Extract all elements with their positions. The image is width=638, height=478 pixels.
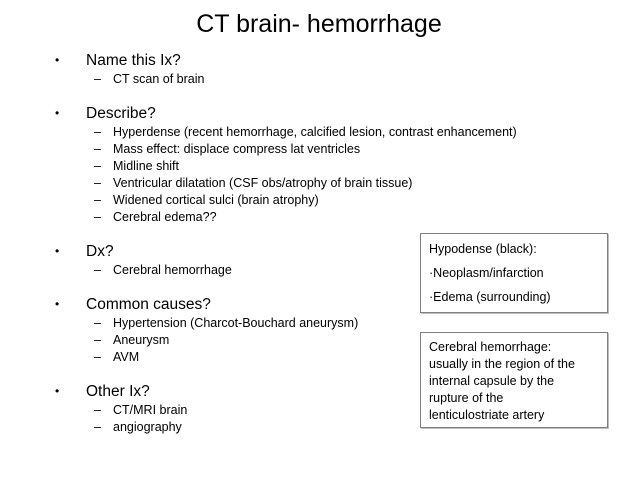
callout-bullet-line: ·Edema (surrounding) (429, 290, 551, 304)
callout-text-line: lenticulostriate artery (429, 408, 545, 422)
outline-level1-item: • Dx? (48, 241, 600, 262)
outline-level1-item: • Describe? (48, 103, 600, 124)
outline-level2-item: – Mass effect: displace compress lat ven… (48, 141, 600, 158)
outline-level2-item: – AVM (48, 349, 600, 366)
callout-heading: Cerebral hemorrhage: (429, 340, 552, 354)
outline-level2-item: – Cerebral hemorrhage (48, 262, 600, 279)
outline-level1-item: • Other Ix? (48, 381, 600, 402)
dash-icon: – (94, 420, 101, 434)
outline-level2-item: – Cerebral edema?? (48, 209, 600, 226)
outline-group: • Describe? – Hyperdense (recent hemorrh… (48, 103, 600, 226)
outline-group: • Name this Ix? – CT scan of brain (48, 50, 600, 88)
outline-level2-label: angiography (113, 420, 182, 434)
outline-level2-label: Midline shift (113, 159, 179, 173)
callout-box-cerebral-hemorrhage: Cerebral hemorrhage: usually in the regi… (420, 332, 608, 428)
outline-level2-label: AVM (113, 350, 140, 364)
outline-level1-label: Common causes? (86, 296, 211, 313)
callout-text-line: internal capsule by the (429, 374, 555, 388)
outline-level2-item: – angiography (48, 419, 600, 436)
bullet-icon: • (55, 53, 60, 67)
dash-icon: – (94, 350, 101, 364)
outline-level2-item: – Widened cortical sulci (brain atrophy) (48, 192, 600, 209)
callout-heading: Hypodense (black): (429, 242, 537, 256)
outline-level2-item: – Hypertension (Charcot-Bouchard aneurys… (48, 315, 600, 332)
bullet-icon: • (55, 384, 60, 398)
outline-level2-label: Hyperdense (recent hemorrhage, calcified… (113, 125, 517, 139)
dash-icon: – (94, 159, 101, 173)
bullet-icon: • (55, 297, 60, 311)
callout-box-hypodense: Hypodense (black): ·Neoplasm/infarction … (420, 233, 608, 313)
callout-text-line: rupture of the (429, 391, 504, 405)
outline-group: • Other Ix? – CT/MRI brain – angiography (48, 381, 600, 436)
outline-level1-label: Other Ix? (86, 383, 150, 400)
outline-level1-item: • Common causes? (48, 294, 600, 315)
slide-body-outline: • Name this Ix? – CT scan of brain • Des… (48, 50, 600, 436)
outline-group: • Dx? – Cerebral hemorrhage (48, 241, 600, 279)
outline-group: • Common causes? – Hypertension (Charcot… (48, 294, 600, 366)
outline-level2-label: CT scan of brain (113, 72, 205, 86)
outline-level2-item: – CT/MRI brain (48, 402, 600, 419)
outline-level2-label: Mass effect: displace compress lat ventr… (113, 142, 361, 156)
outline-level2-label: Cerebral edema?? (113, 210, 217, 224)
outline-level2-label: CT/MRI brain (113, 403, 188, 417)
bullet-icon: • (55, 106, 60, 120)
outline-level2-item: – Aneurysm (48, 332, 600, 349)
dash-icon: – (94, 193, 101, 207)
dash-icon: – (94, 403, 101, 417)
bullet-icon: • (55, 244, 60, 258)
outline-level2-label: Ventricular dilatation (CSF obs/atrophy … (113, 176, 413, 190)
dash-icon: – (94, 142, 101, 156)
outline-level2-label: Hypertension (Charcot-Bouchard aneurysm) (113, 316, 359, 330)
slide-title: CT brain- hemorrhage (196, 10, 442, 38)
outline-level2-item: – Midline shift (48, 158, 600, 175)
outline-level2-item: – Ventricular dilatation (CSF obs/atroph… (48, 175, 600, 192)
outline-level1-item: • Name this Ix? (48, 50, 600, 71)
outline-level1-label: Name this Ix? (86, 52, 181, 69)
dash-icon: – (94, 125, 101, 139)
outline-level1-label: Dx? (86, 243, 114, 260)
outline-level2-label: Cerebral hemorrhage (113, 263, 232, 277)
outline-level2-label: Aneurysm (113, 333, 170, 347)
dash-icon: – (94, 72, 101, 86)
callout-bullet-line: ·Neoplasm/infarction (429, 266, 544, 280)
dash-icon: – (94, 210, 101, 224)
dash-icon: – (94, 263, 101, 277)
dash-icon: – (94, 333, 101, 347)
callout-text-line: usually in the region of the (429, 357, 575, 371)
outline-level2-label: Widened cortical sulci (brain atrophy) (113, 193, 319, 207)
outline-level2-item: – CT scan of brain (48, 71, 600, 88)
outline-level2-item: – Hyperdense (recent hemorrhage, calcifi… (48, 124, 600, 141)
dash-icon: – (94, 176, 101, 190)
dash-icon: – (94, 316, 101, 330)
outline-level1-label: Describe? (86, 105, 156, 122)
